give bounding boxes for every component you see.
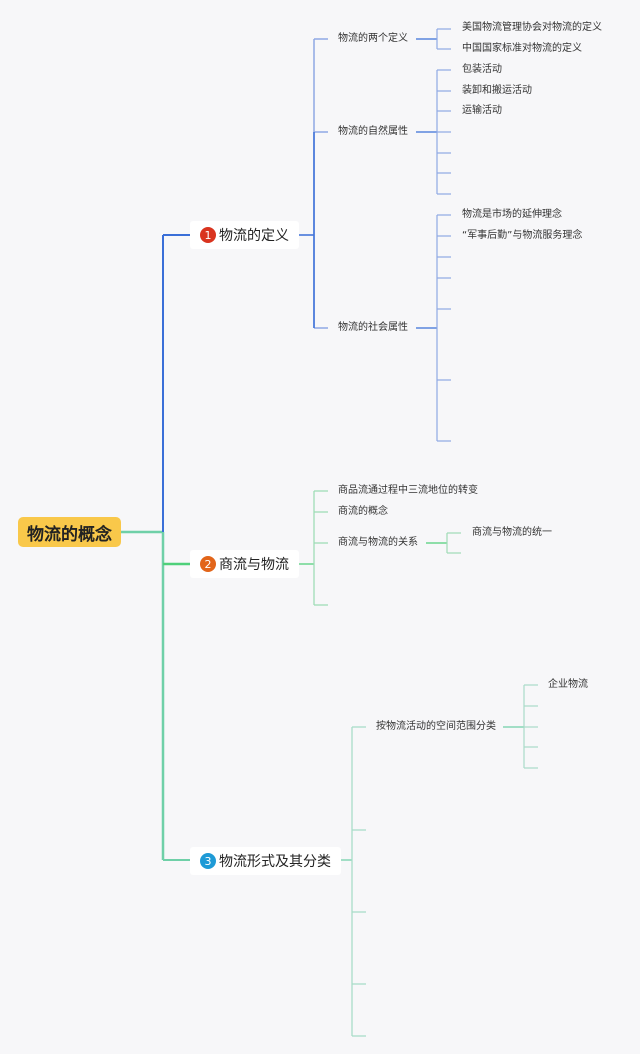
leaf-topic[interactable]: 运输活动: [462, 105, 502, 116]
number-badge-icon: 1: [200, 227, 216, 243]
subtopic[interactable]: 物流的自然属性: [338, 126, 408, 137]
leaf-topic[interactable]: 包装活动: [462, 64, 502, 75]
number-badge-icon: 2: [200, 556, 216, 572]
root-topic-label: 物流的概念: [27, 524, 112, 545]
leaf-topic[interactable]: 中国国家标准对物流的定义: [462, 43, 582, 54]
branch-label: 物流的定义: [219, 228, 289, 244]
subtopic[interactable]: 商流的概念: [338, 506, 388, 517]
branch-label: 物流形式及其分类: [219, 854, 331, 870]
leaf-topic[interactable]: 美国物流管理协会对物流的定义: [462, 22, 602, 33]
subtopic[interactable]: 物流的社会属性: [338, 322, 408, 333]
branch-topic-definition[interactable]: 1 物流的定义: [190, 221, 299, 249]
subtopic[interactable]: 商流与物流的关系: [338, 537, 418, 548]
branch-topic-forms[interactable]: 3 物流形式及其分类: [190, 847, 341, 875]
subtopic[interactable]: 物流的两个定义: [338, 33, 408, 44]
branch-label: 商流与物流: [219, 557, 289, 573]
subtopic[interactable]: 商品流通过程中三流地位的转变: [338, 485, 478, 496]
branch-topic-commerce[interactable]: 2 商流与物流: [190, 550, 299, 578]
leaf-topic[interactable]: “军事后勤”与物流服务理念: [462, 230, 583, 241]
number-badge-icon: 3: [200, 853, 216, 869]
subtopic[interactable]: 按物流活动的空间范围分类: [376, 721, 496, 732]
leaf-topic[interactable]: 企业物流: [548, 679, 588, 690]
leaf-topic[interactable]: 装卸和搬运活动: [462, 85, 532, 96]
root-topic[interactable]: 物流的概念: [18, 517, 121, 547]
leaf-topic[interactable]: 物流是市场的延伸理念: [462, 209, 562, 220]
leaf-topic[interactable]: 商流与物流的统一: [472, 527, 552, 538]
